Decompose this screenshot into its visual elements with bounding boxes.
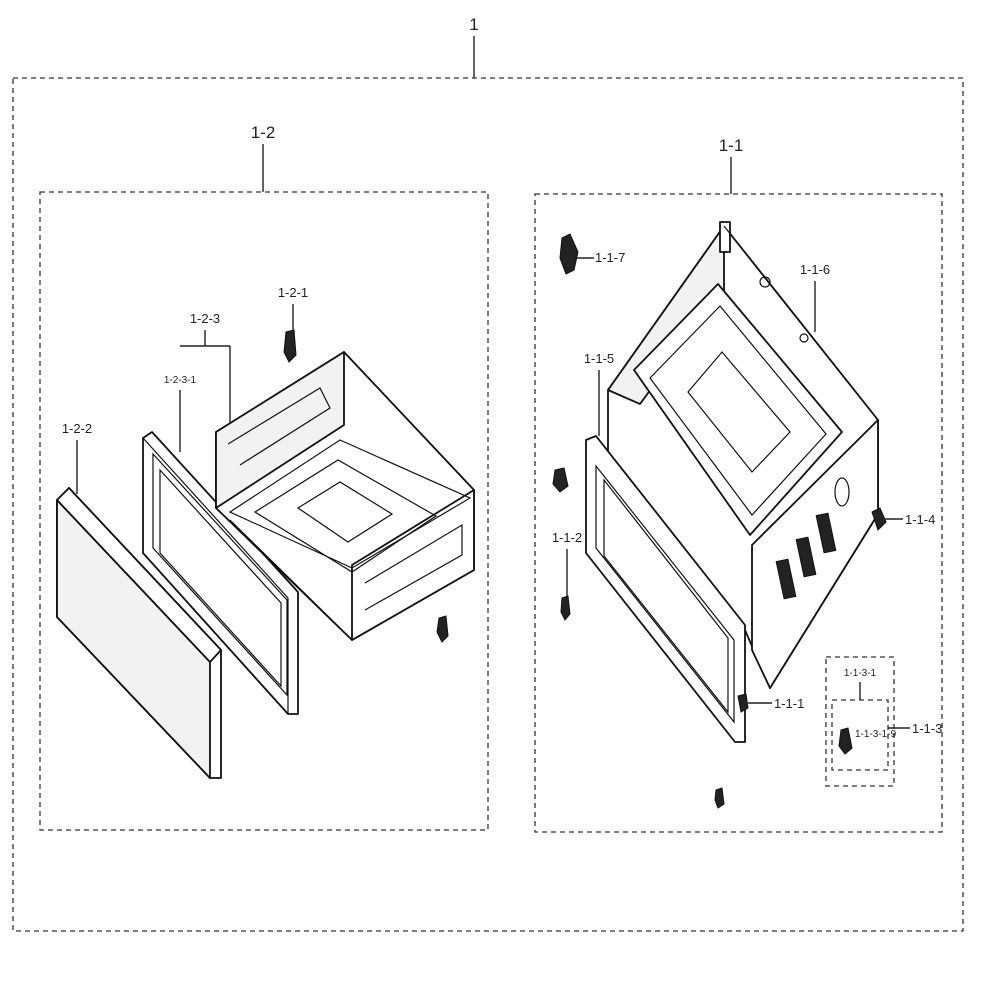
label-1-1-3-1-9: 1-1-3-1-9 (855, 729, 897, 740)
assembly-1-boundary (12, 77, 964, 932)
label-1-1-6: 1-1-6 (800, 262, 830, 277)
part-front-frame (585, 435, 746, 743)
part-1-2-3-1-frame (142, 431, 299, 715)
vent-3 (815, 512, 837, 554)
label-1-1: 1-1 (719, 136, 744, 155)
vent-1 (775, 558, 797, 600)
label-1-1-3-1: 1-1-3-1 (844, 668, 877, 679)
part-drawer-box (215, 351, 475, 641)
part-1-1-3-1-9-screw (838, 727, 853, 755)
part-housing-clip-bottom (714, 787, 725, 809)
label-1: 1 (469, 15, 478, 34)
part-1-2-2-front-panel (56, 487, 222, 779)
part-1-1-7-bracket (559, 233, 579, 275)
label-1-2-3: 1-2-3 (190, 311, 220, 326)
part-housing-screw (552, 467, 569, 493)
part-1-1-4-clip (871, 507, 887, 531)
label-1-1-7: 1-1-7 (595, 250, 625, 265)
part-drawer-clip-2 (436, 615, 449, 643)
label-1-1-2: 1-1-2 (552, 530, 582, 545)
label-1-1-4: 1-1-4 (905, 512, 935, 527)
part-1-1-6-housing (607, 221, 879, 689)
label-1-2-3-1: 1-2-3-1 (164, 375, 197, 386)
label-1-1-5: 1-1-5 (584, 351, 614, 366)
label-1-1-1: 1-1-1 (774, 696, 804, 711)
label-1-2-1: 1-2-1 (278, 285, 308, 300)
part-1-1-2-pin (560, 595, 571, 621)
part-1-2-1-clip (283, 329, 297, 363)
label-1-2: 1-2 (251, 123, 276, 142)
label-1-2-2: 1-2-2 (62, 421, 92, 436)
part-1-1-1-fastener (737, 693, 749, 713)
label-1-1-3: 1-1-3 (912, 721, 942, 736)
assembly-1-2-boundary (39, 191, 489, 831)
vent-2 (795, 536, 817, 578)
